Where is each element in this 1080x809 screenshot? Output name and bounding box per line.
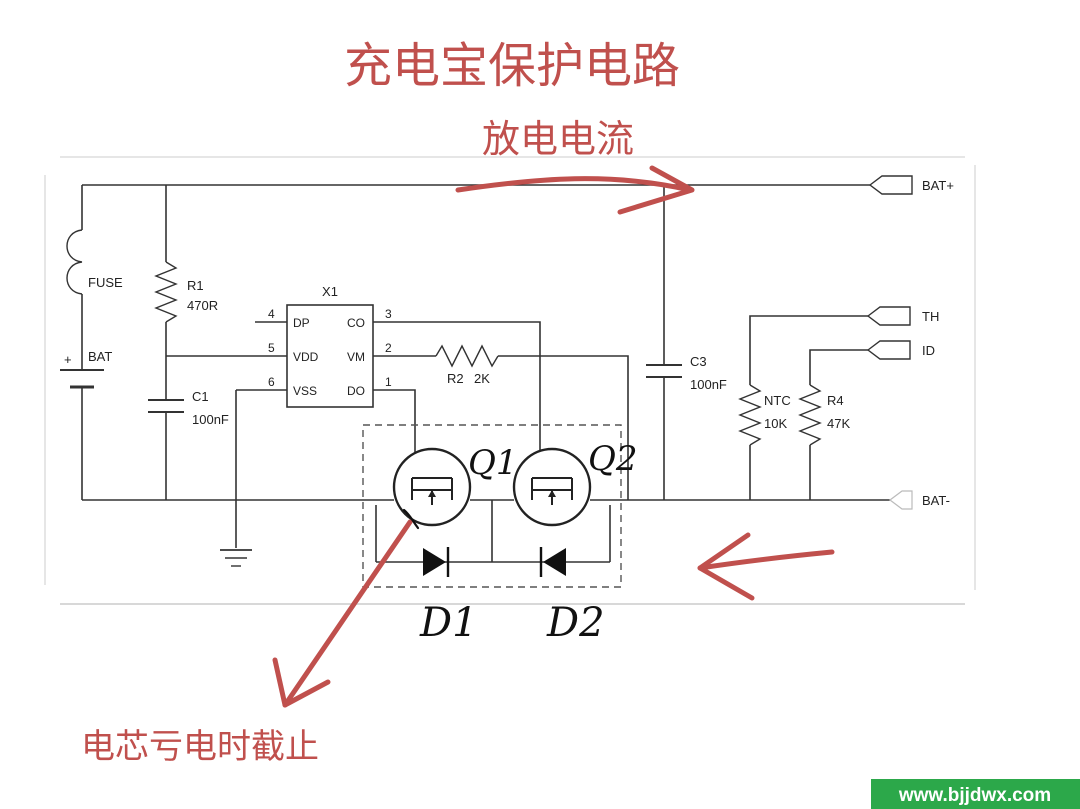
terminal-bat-minus-label: BAT-: [922, 493, 950, 508]
c1-name: C1: [192, 389, 209, 404]
fuse: FUSE: [66, 229, 123, 355]
watermark-text: www.bjjdwx.com: [898, 785, 1051, 806]
diode-d1: [423, 547, 450, 577]
ntc-name: NTC: [764, 393, 791, 408]
r4-value: 47K: [827, 416, 850, 431]
do-wire: [373, 389, 416, 470]
cutoff-annotation-label: 电芯亏电时截止: [81, 727, 319, 767]
fuse-label: FUSE: [88, 275, 123, 290]
q1-ink-mark: [402, 508, 420, 530]
resistor-r4: R4 47K: [798, 349, 868, 500]
terminal-bat-minus: BAT-: [889, 490, 950, 510]
diode-d2: [539, 547, 566, 577]
terminal-bat-plus: BAT+: [868, 175, 954, 195]
resistor-r2: R2 2K: [373, 344, 629, 500]
d2-handwritten-label: D2: [546, 600, 605, 646]
discharge-current-label: 放电电流: [482, 117, 634, 161]
pin-do: DO: [347, 384, 365, 398]
mosfet-q1: [392, 447, 472, 527]
terminal-th-label: TH: [922, 309, 939, 324]
terminal-id: ID: [866, 340, 935, 360]
pin-num-1: 1: [385, 375, 392, 389]
cutoff-pointer-arrow: [272, 519, 413, 708]
q2-handwritten-label: Q2: [588, 439, 638, 479]
terminal-id-label: ID: [922, 343, 935, 358]
return-arrow-bottom: [697, 532, 835, 601]
diagram-title: 充电宝保护电路: [344, 38, 680, 94]
ground-symbol: [220, 390, 252, 567]
pin-vss: VSS: [293, 384, 317, 398]
d1-handwritten-label: D1: [419, 600, 478, 646]
discharge-arrow-top: [455, 165, 695, 215]
mosfet-package-outline: [362, 424, 622, 588]
battery: + BAT: [60, 349, 112, 500]
capacitor-c1: C1 100nF: [148, 389, 229, 500]
battery-plus-sign: +: [64, 352, 72, 367]
pin-num-4: 4: [268, 307, 275, 321]
ic-name: X1: [322, 284, 338, 299]
q1-handwritten-label: Q1: [468, 443, 518, 483]
c1-value: 100nF: [192, 412, 229, 427]
mosfet-q2: [512, 447, 592, 527]
resistor-r1: R1 470R: [154, 185, 218, 390]
top-rail: [81, 184, 870, 230]
r2-name: R2: [447, 371, 464, 386]
r1-value: 470R: [187, 298, 218, 313]
r4-name: R4: [827, 393, 844, 408]
co-wire: [373, 321, 541, 470]
pin-dp: DP: [293, 316, 310, 330]
diagram-frame: [44, 156, 976, 605]
pin-num-2: 2: [385, 341, 392, 355]
capacitor-c3: C3 100nF: [646, 185, 727, 500]
r1-name: R1: [187, 278, 204, 293]
c3-name: C3: [690, 354, 707, 369]
ic-x1: X1 DP VDD VSS CO VM DO 4 5 6 3 2 1: [236, 284, 392, 408]
thermistor-ntc: NTC 10K: [738, 315, 868, 500]
watermark-badge: www.bjjdwx.com: [871, 779, 1080, 809]
pin-vdd: VDD: [293, 350, 319, 364]
ntc-value: 10K: [764, 416, 787, 431]
terminal-bat-plus-label: BAT+: [922, 178, 954, 193]
terminal-th: TH: [866, 306, 939, 326]
pin-vm: VM: [347, 350, 365, 364]
battery-label: BAT: [88, 349, 112, 364]
r2-value: 2K: [474, 371, 490, 386]
pin-co: CO: [347, 316, 365, 330]
mosfet-wiring: [372, 499, 630, 563]
pin-num-3: 3: [385, 307, 392, 321]
pin-num-6: 6: [268, 375, 275, 389]
c3-value: 100nF: [690, 377, 727, 392]
pin-num-5: 5: [268, 341, 275, 355]
